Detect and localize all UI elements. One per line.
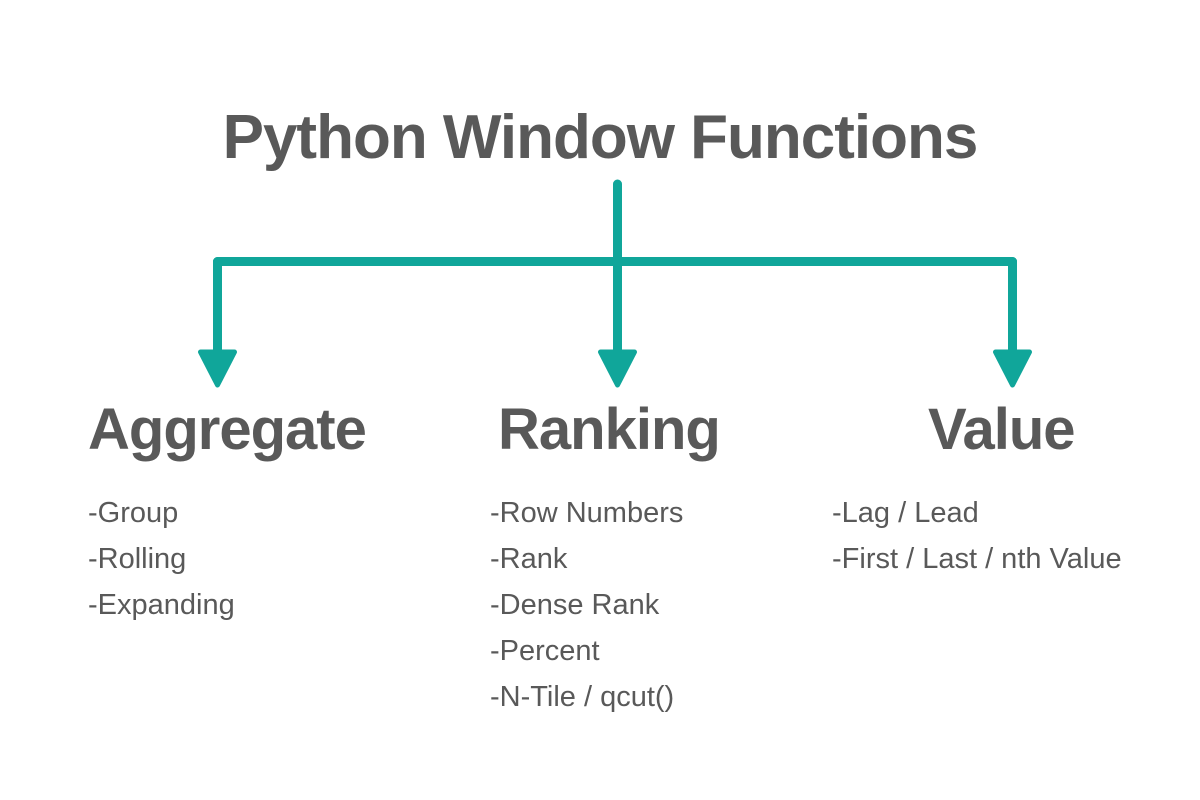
- column-aggregate: Aggregate -Group -Rolling -Expanding: [88, 397, 367, 628]
- list-item: -Rank: [490, 542, 568, 575]
- column-ranking: Ranking -Row Numbers -Rank -Dense Rank -…: [490, 397, 721, 720]
- list-item: -Percent: [490, 634, 600, 667]
- center-arrow-icon: [598, 349, 637, 388]
- list-item: -Expanding: [88, 588, 235, 621]
- left-arrow-icon: [198, 349, 237, 388]
- list-item: -N-Tile / qcut(): [490, 680, 675, 713]
- list-item: -Rolling: [88, 542, 187, 575]
- list-item: -Lag / Lead: [832, 496, 979, 529]
- column-heading-ranking: Ranking: [498, 397, 721, 462]
- column-heading-value: Value: [928, 397, 1076, 462]
- ranking-list: -Row Numbers -Rank -Dense Rank -Percent …: [490, 490, 720, 720]
- value-list: -Lag / Lead -First / Last / nth Value: [832, 490, 1122, 582]
- column-heading-aggregate: Aggregate: [88, 397, 367, 462]
- list-item: -First / Last / nth Value: [832, 542, 1122, 575]
- list-item: -Dense Rank: [490, 588, 660, 621]
- page-title: Python Window Functions: [222, 103, 979, 172]
- list-item: -Group: [88, 496, 179, 529]
- list-item: -Row Numbers: [490, 496, 684, 529]
- aggregate-list: -Group -Rolling -Expanding: [88, 490, 366, 628]
- column-value: Value -Lag / Lead -First / Last / nth Va…: [832, 397, 1122, 582]
- right-arrow-icon: [993, 349, 1032, 388]
